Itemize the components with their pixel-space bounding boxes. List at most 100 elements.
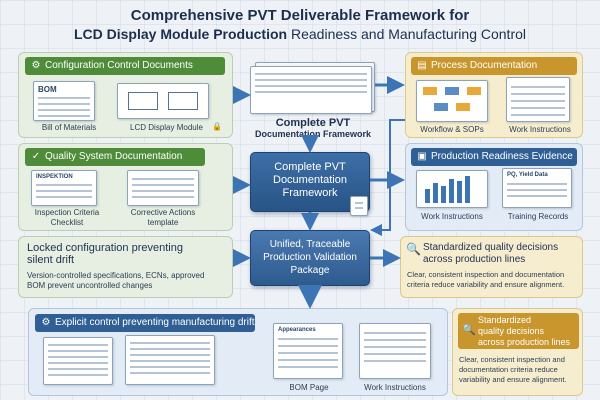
flow-box-1 — [423, 87, 437, 95]
central-top-line1: Complete PVT — [275, 117, 351, 129]
bom-doc-label: BOM — [38, 85, 57, 94]
pq-yield-doc: PQ, Yield Data — [502, 168, 572, 208]
production-panel: ▣ Production Readiness Evidence PQ, Yiel… — [405, 143, 583, 231]
small-doc-icon — [350, 196, 368, 216]
magnifier-icon: 🔍 — [406, 242, 421, 256]
production-caption-training: Training Records — [507, 212, 569, 221]
module-outline-a — [128, 92, 158, 110]
page-title-line2: LCD Display Module Production Readiness … — [0, 26, 600, 42]
validation-package-box: Unified, Traceable Production Validation… — [250, 230, 370, 286]
central-top-line2: Documentation Framework — [254, 129, 372, 139]
locked-title: Locked configuration preventing silent d… — [27, 242, 227, 266]
drift-header: ⚙ Explicit control preventing manufactur… — [35, 314, 255, 332]
drift-caption-wi: Work Instructions — [364, 383, 426, 392]
flow-box-4 — [434, 103, 448, 111]
std-box: 🔍 Standardized quality decisions across … — [452, 308, 583, 396]
std-box-title: Standardized quality decisions across pr… — [478, 315, 570, 348]
production-caption-wi: Work Instructions — [421, 212, 483, 221]
std-body-line1: Clear, consistent inspection and — [459, 355, 565, 364]
locked-title-line1: Locked configuration preventing — [27, 242, 183, 254]
quality-caption-capa: Corrective Actions template — [130, 208, 196, 227]
config-panel: ⚙ Configuration Control Documents BOM Bi… — [18, 52, 233, 138]
lcd-module-drawing — [117, 83, 209, 119]
config-header-label: Configuration Control Documents — [45, 60, 193, 71]
std-body-line3: variability and ensure alignment. — [459, 375, 567, 384]
magnifier-icon: 🔍 — [462, 324, 476, 336]
decisions-body: Clear, consistent inspection and documen… — [407, 270, 582, 290]
bar-2 — [433, 183, 438, 203]
config-caption-bom: Bill of Materials — [41, 123, 97, 132]
bar-4 — [449, 179, 454, 203]
title-light-part: Readiness and Manufacturing Control — [287, 26, 527, 42]
corrective-action-doc — [127, 170, 199, 206]
central-mid-line3: Framework — [282, 187, 338, 199]
central-mid-line2: Documentation — [273, 174, 347, 186]
locked-body-line1: Version-controlled specifications, ECNs,… — [27, 271, 205, 280]
drift-header-label: Explicit control preventing manufacturin… — [55, 317, 255, 328]
central-low-line3: Package — [290, 265, 330, 276]
flow-box-2 — [445, 87, 459, 95]
process-header-label: Process Documentation — [431, 60, 538, 71]
production-header-label: Production Readiness Evidence — [431, 151, 573, 162]
yield-chart-doc — [416, 170, 488, 208]
drift-caption-bom: BOM Page — [289, 383, 329, 392]
production-header: ▣ Production Readiness Evidence — [411, 148, 577, 166]
bom-page-label: Appearances — [278, 327, 316, 333]
bar-3 — [441, 186, 446, 203]
process-caption-wi: Work Instructions — [509, 125, 571, 134]
drift-doc-1 — [43, 337, 113, 385]
central-doc-stack-front — [250, 66, 372, 114]
inspection-checklist-doc: INSPEKTION — [31, 170, 97, 206]
central-low-line1: Unified, Traceable — [269, 239, 351, 250]
process-header: ▤ Process Documentation — [411, 57, 577, 75]
decisions-title-line2: across production lines — [423, 254, 526, 265]
quality-caption-inspection: Inspection Criteria Checklist — [34, 208, 100, 227]
workflow-chart — [416, 80, 488, 122]
bar-6 — [465, 176, 470, 203]
flow-box-5 — [456, 103, 470, 111]
locked-panel: Locked configuration preventing silent d… — [18, 236, 233, 298]
central-low-line2: Production Validation — [263, 252, 357, 263]
central-mid-line1: Complete PVT — [274, 161, 346, 173]
monitor-icon: ▣ — [417, 151, 427, 162]
decisions-title-line1: Standardized quality decisions — [423, 242, 559, 253]
work-instructions-doc — [359, 323, 431, 379]
std-box-body: Clear, consistent inspection and documen… — [459, 355, 581, 385]
std-title-line1: Standardized — [478, 315, 532, 325]
decisions-body-line1: Clear, consistent inspection and documen… — [407, 270, 565, 279]
locked-title-line2: silent drift — [27, 254, 75, 266]
flow-box-3 — [467, 87, 481, 95]
bar-5 — [457, 181, 462, 203]
bom-document: BOM — [33, 81, 95, 121]
module-outline-b — [168, 92, 198, 110]
decisions-title: Standardized quality decisions across pr… — [423, 242, 581, 266]
bar-1 — [425, 189, 430, 203]
std-body-line2: documentation criteria reduce — [459, 365, 558, 374]
locked-body-line2: BOM prevent uncontrolled changes — [27, 281, 153, 290]
inspection-doc-label: INSPEKTION — [36, 174, 73, 180]
quality-panel: ✓ Quality System Documentation INSPEKTIO… — [18, 143, 233, 231]
process-panel: ▤ Process Documentation Workflow & SOPs … — [405, 52, 583, 138]
decisions-body-line2: criteria reduce variability and ensure a… — [407, 280, 565, 289]
std-title-line2: quality decisions — [478, 326, 545, 336]
config-header: ⚙ Configuration Control Documents — [25, 57, 225, 75]
checkmark-icon: ✓ — [31, 151, 41, 162]
gear-icon: ⚙ — [31, 60, 41, 71]
std-title-line3: across production lines — [478, 337, 571, 347]
drift-doc-2 — [125, 335, 215, 385]
drift-panel: ⚙ Explicit control preventing manufactur… — [28, 308, 448, 396]
work-instruction-doc — [506, 77, 570, 122]
locked-body: Version-controlled specifications, ECNs,… — [27, 271, 232, 291]
lock-icon: 🔒 — [212, 122, 222, 131]
bom-page-doc: Appearances — [273, 323, 343, 379]
quality-header: ✓ Quality System Documentation — [25, 148, 205, 166]
config-caption-lcd: LCD Display Module — [130, 123, 203, 132]
process-caption-workflow: Workflow & SOPs — [420, 125, 484, 134]
quality-header-label: Quality System Documentation — [45, 151, 183, 162]
decisions-panel: 🔍 Standardized quality decisions across … — [400, 236, 583, 298]
page-title-line1: Comprehensive PVT Deliverable Framework … — [130, 7, 470, 24]
title-bold-part: LCD Display Module Production — [73, 26, 288, 42]
pq-doc-label: PQ, Yield Data — [507, 172, 548, 178]
document-icon: ▤ — [417, 60, 427, 71]
central-top-title: Complete PVT Documentation Framework — [238, 117, 388, 139]
